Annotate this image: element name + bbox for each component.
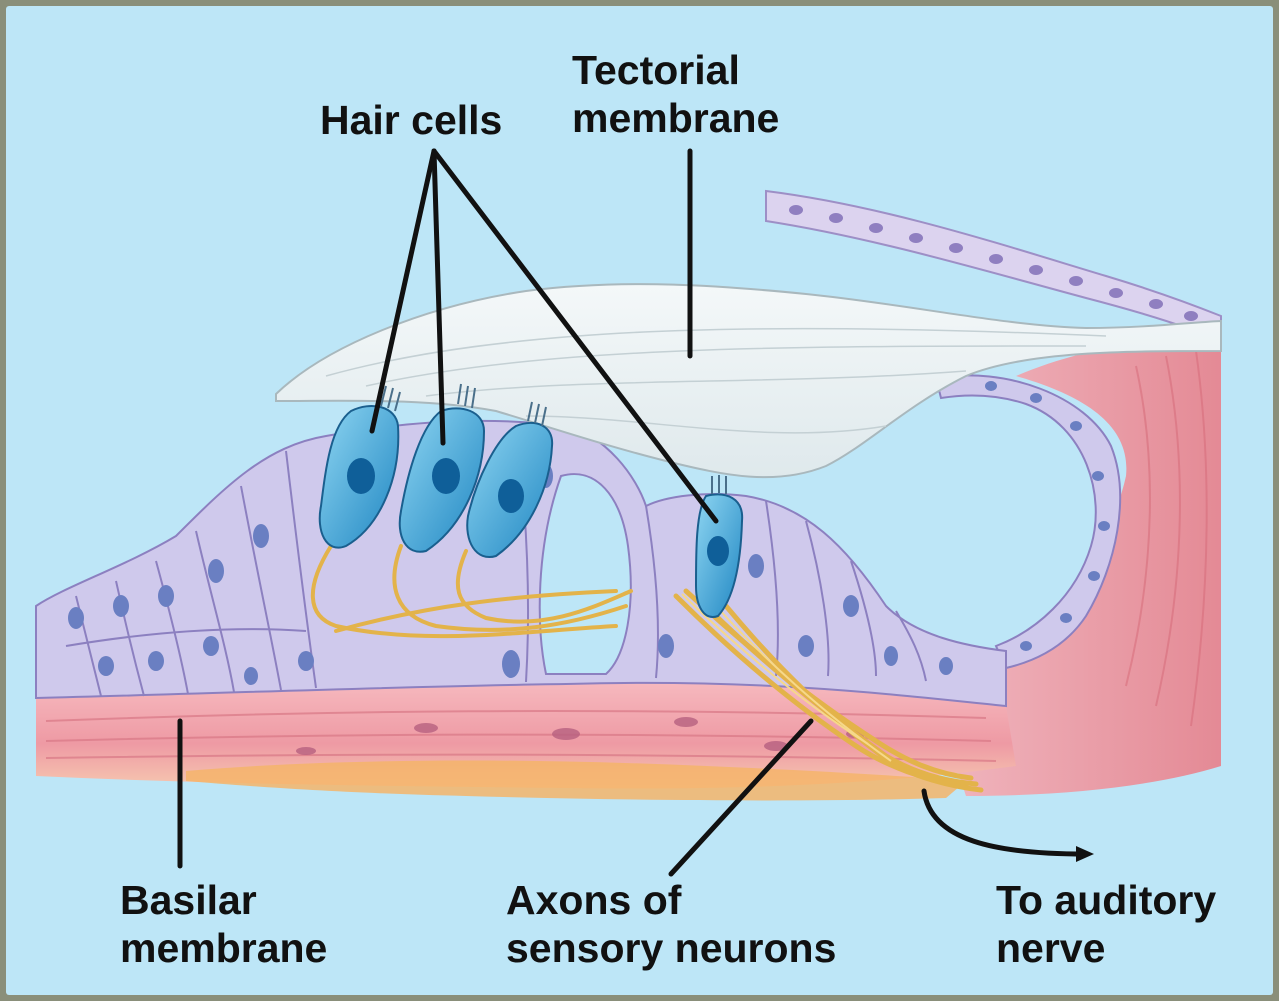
tectorial-label-line-2: membrane bbox=[572, 94, 779, 142]
axons-label-line-2: sensory neurons bbox=[506, 924, 836, 972]
leader-auditory bbox=[924, 791, 1086, 854]
hair-cells-label-text: Hair cells bbox=[320, 96, 502, 144]
tectorial-label-line-1: Tectorial bbox=[572, 46, 779, 94]
hair-cells-label: Hair cells bbox=[320, 96, 502, 144]
auditory-label-line-2: nerve bbox=[996, 924, 1216, 972]
diagram-frame: Tectorial membrane Hair cells Basilar me… bbox=[6, 6, 1273, 995]
axons-label: Axons of sensory neurons bbox=[506, 876, 836, 972]
basilar-label-line-1: Basilar bbox=[120, 876, 327, 924]
arrowhead-icon bbox=[1076, 846, 1094, 862]
auditory-label-line-1: To auditory bbox=[996, 876, 1216, 924]
organ-of-corti-diagram bbox=[6, 6, 1273, 995]
basilar-membrane-label: Basilar membrane bbox=[120, 876, 327, 972]
axons-label-line-1: Axons of bbox=[506, 876, 836, 924]
auditory-nerve-label: To auditory nerve bbox=[996, 876, 1216, 972]
basilar-label-line-2: membrane bbox=[120, 924, 327, 972]
tectorial-membrane-label: Tectorial membrane bbox=[572, 46, 779, 142]
